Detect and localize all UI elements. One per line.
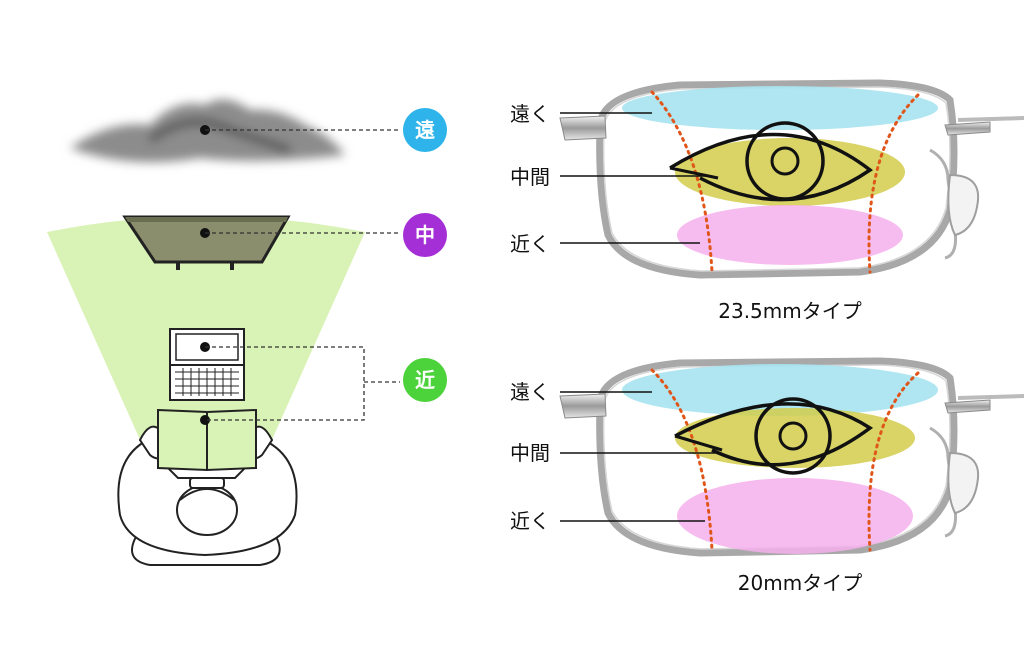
badge-far: 遠: [403, 108, 447, 152]
zone-boundary-right: [867, 371, 920, 552]
badge-mid: 中: [403, 213, 447, 257]
eye-icon: [674, 397, 874, 475]
badge-near: 近: [403, 358, 447, 402]
svg-text:中: 中: [415, 223, 435, 247]
lens-caption: 23.5mmタイプ: [718, 299, 862, 323]
far-zone: [622, 364, 938, 416]
mid-zone-label: 中間: [510, 441, 550, 465]
lens-diagram-23-5mm: 遠く 中間 近く 23.5mmタイプ: [510, 83, 1024, 323]
svg-text:遠: 遠: [415, 118, 435, 142]
lens-caption: 20mmタイプ: [738, 571, 862, 595]
near-zone-label: 近く: [510, 232, 550, 256]
laptop-near-object: [169, 328, 245, 401]
lens-diagram-20mm: 遠く 中間 近く 20mmタイプ: [510, 357, 1024, 595]
svg-text:近: 近: [415, 368, 435, 392]
mid-zone: [675, 408, 915, 468]
left-illustration: 遠 中 近: [47, 99, 447, 566]
near-zone: [677, 478, 913, 554]
far-zone-label: 遠く: [510, 380, 550, 404]
tv-mid-object: [122, 215, 291, 270]
near-zone-label: 近く: [510, 509, 550, 533]
mid-zone-label: 中間: [510, 165, 550, 189]
far-zone-label: 遠く: [510, 102, 550, 126]
book-near-object: [157, 408, 257, 472]
